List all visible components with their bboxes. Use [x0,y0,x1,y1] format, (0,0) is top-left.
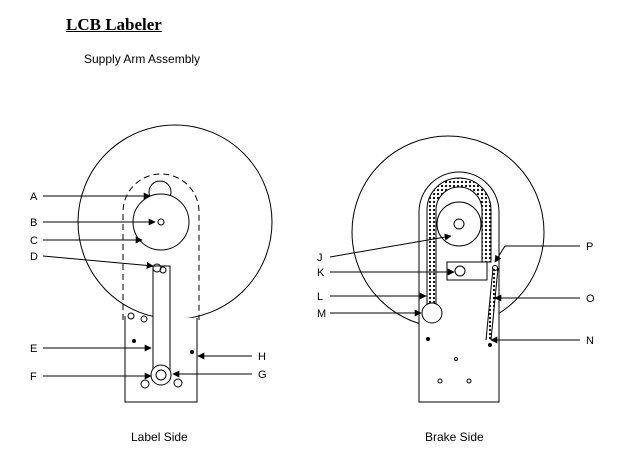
left-bolt [127,312,135,320]
label-side-caption: Label Side [131,430,188,444]
callout-l: L [317,291,323,303]
left-slot-nut-2 [159,266,167,274]
callout-f: F [30,371,37,383]
left-callouts [42,192,252,380]
brake-drum-center [453,218,465,230]
right-callouts [329,233,580,344]
brake-side-caption: Brake Side [425,430,484,444]
page-title: LCB Labeler [66,15,162,34]
callout-k: K [317,267,325,279]
right-callout-labels: J K L M P O N [317,241,595,347]
brake-spring [486,267,499,341]
callout-d: D [30,251,38,263]
label-side-view [77,124,273,403]
brake-band [426,177,492,313]
left-bottom-nut [173,378,183,388]
left-bolt [140,315,148,323]
callout-g: G [258,369,267,381]
callout-j: J [317,252,323,264]
left-bolt [190,350,194,354]
left-bottom-hub-inner [155,369,167,381]
callout-a: A [30,191,38,203]
callout-m: M [317,308,326,320]
brake-side-view [351,135,545,403]
slide-block-pin [454,265,466,277]
brake-drum [436,201,482,247]
callout-c: C [30,235,38,247]
right-hole [437,378,443,384]
slide-block [446,261,488,281]
left-callout-labels: A B C D E F G H [30,191,267,383]
left-bottom-hub [150,364,172,386]
callout-o: O [586,293,595,305]
page-subtitle: Supply Arm Assembly [84,52,201,66]
callout-b: B [30,217,37,229]
left-bottom-nut [140,379,150,389]
right-hole [454,357,458,361]
bottom-roller [421,302,443,324]
callout-h: H [258,351,266,363]
left-dashed-arm [122,173,200,320]
right-hole [488,343,492,347]
left-hub-center [157,218,165,226]
callout-n: N [586,335,594,347]
left-tension-slot [152,265,171,371]
left-bolt [132,339,136,343]
callout-p: P [586,241,593,253]
right-hole [426,337,430,341]
right-hole [466,378,472,384]
spring-anchor [492,265,498,271]
callout-e: E [30,343,37,355]
